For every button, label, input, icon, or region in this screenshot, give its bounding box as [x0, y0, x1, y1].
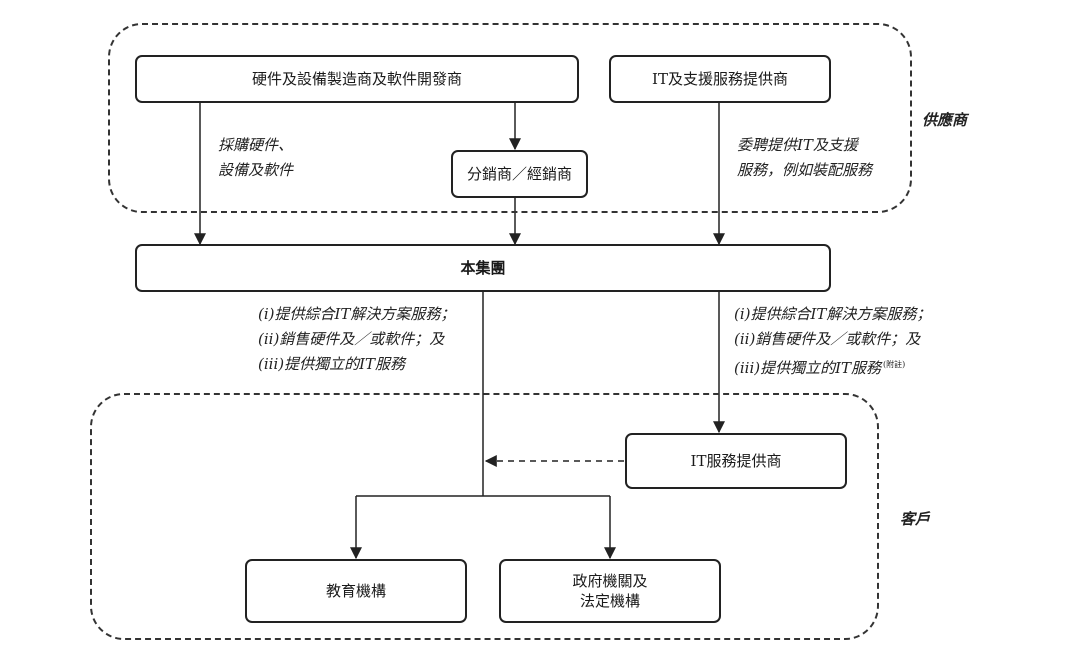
hardware-software-vendor-box: 硬件及設備製造商及軟件開發商: [135, 55, 579, 103]
education-institutions-box: 教育機構: [245, 559, 467, 623]
suppliers-group-label: 供應商: [922, 111, 968, 129]
note-marker: (附註): [883, 360, 906, 369]
services-label-right: (i)提供綜合IT解決方案服務； (ii)銷售硬件及／或軟件；及 (iii)提供…: [734, 302, 931, 381]
it-service-provider-box: IT服務提供商: [625, 433, 847, 489]
it-support-provider-box: IT及支援服務提供商: [609, 55, 831, 103]
suppliers-group: [108, 23, 912, 213]
group-box: 本集團: [135, 244, 831, 292]
customers-group: [90, 393, 879, 640]
services-label-right-text: (i)提供綜合IT解決方案服務； (ii)銷售硬件及／或軟件；及 (iii)提供…: [734, 305, 932, 377]
customers-group-label: 客戶: [900, 510, 931, 528]
services-label-left: (i)提供綜合IT解決方案服務； (ii)銷售硬件及／或軟件；及 (iii)提供…: [258, 305, 456, 373]
procure-label: 採購硬件、 設備及軟件: [218, 136, 294, 179]
outsource-label: 委聘提供IT及支援 服務，例如裝配服務: [737, 136, 873, 179]
government-bodies-box: 政府機關及 法定機構: [499, 559, 721, 623]
distributor-box: 分銷商／經銷商: [451, 150, 588, 198]
